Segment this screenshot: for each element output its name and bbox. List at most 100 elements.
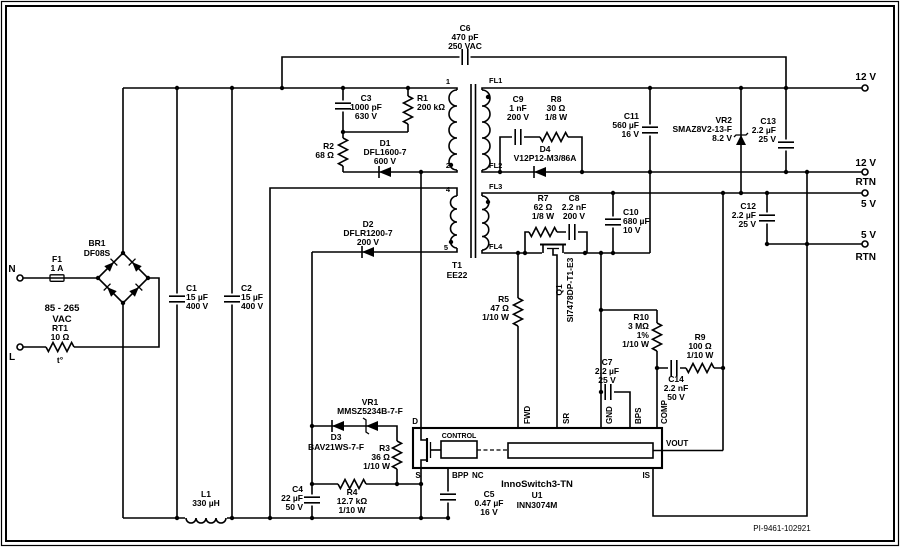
label-d1-v2: 600 V (374, 156, 397, 166)
symbols (45, 48, 795, 524)
label-c4-ref: C4 (292, 484, 303, 494)
ic-body (411, 426, 664, 470)
diode-d1-symbol (378, 165, 392, 179)
label-d1-ref: D1 (380, 138, 391, 148)
label-q1-part: SI7478DP-T1-E3 (565, 257, 575, 322)
label-c7-v2: 25 V (598, 375, 616, 385)
terminal-12v-circle (861, 84, 869, 92)
label-d4-v1: V12P12-M3/86A (514, 153, 577, 163)
label-q1-ref: Q1 (554, 284, 564, 296)
label-pin-sr: SR (562, 413, 571, 424)
label-t1-pin4: 4 (446, 185, 451, 194)
ic-internal-mosfet (420, 428, 441, 468)
label-r9-ref: R9 (695, 332, 706, 342)
label-vr2-v2: 8.2 V (712, 133, 732, 143)
label-c13-v2: 25 V (759, 134, 777, 144)
label-r4-ref: R4 (347, 487, 358, 497)
label-r1-v1: 200 kΩ (417, 102, 445, 112)
label-out-12v: 12 V (855, 72, 876, 83)
label-r10-ref: R10 (633, 312, 649, 322)
label-vr1-ref: VR1 (362, 397, 379, 407)
label-c12-ref: C12 (740, 201, 756, 211)
label-input-range-2: VAC (52, 314, 71, 325)
label-l1-v1: 330 µH (192, 498, 220, 508)
label-c2-v1: 15 µF (241, 292, 263, 302)
label-r3-ref: R3 (379, 443, 390, 453)
label-d2-v1: DFLR1200-7 (343, 228, 392, 238)
label-t1-fl1: FL1 (489, 76, 502, 85)
label-vr1-v1: MMSZ5234B-7-F (337, 406, 403, 416)
label-t1-pin1: 1 (446, 77, 450, 86)
label-pin-nc: NC (472, 471, 484, 480)
label-c13-v1: 2.2 µF (752, 125, 776, 135)
label-r3-v2: 1/10 W (363, 461, 391, 471)
label-out-5v-rtn-a: 5 V (861, 230, 876, 241)
label-r7-v1: 62 Ω (534, 202, 553, 212)
label-pin-s: S (415, 471, 421, 480)
label-c8-v1: 2.2 nF (562, 202, 587, 212)
label-d3-v1: BAV21WS-7-F (308, 442, 364, 452)
label-br1-ref: BR1 (88, 238, 105, 248)
wire-vout (653, 193, 724, 452)
label-c7-ref: C7 (602, 357, 613, 367)
label-r10-v1: 3 MΩ (628, 321, 649, 331)
label-r8-v2: 1/8 W (545, 112, 568, 122)
label-ic-name: InnoSwitch3-TN (501, 479, 573, 490)
label-r7-v2: 1/8 W (532, 211, 555, 221)
terminal-12v-rtn-circle (861, 168, 869, 176)
terminal-5v-circle (861, 189, 869, 197)
label-pin-bps: BPS (634, 407, 643, 424)
label-r8-v1: 30 Ω (547, 103, 566, 113)
wires (23, 56, 862, 519)
label-c6-v1: 470 pF (452, 32, 479, 42)
label-c4-v1: 22 µF (281, 493, 303, 503)
label-c1-ref: C1 (186, 283, 197, 293)
label-f1-value: 1 A (51, 263, 64, 273)
label-c3-ref: C3 (361, 93, 372, 103)
label-c5-ref: C5 (484, 489, 495, 499)
terminal-l-circle (16, 343, 24, 351)
label-c12-v2: 25 V (739, 219, 757, 229)
wire-bias-pin5 (311, 248, 458, 518)
label-pin-comp: COMP (660, 399, 669, 424)
label-out-12v-rtn-a: 12 V (855, 158, 876, 169)
label-pin-bpp: BPP (452, 471, 469, 480)
junction-dots (95, 85, 810, 521)
label-c4-v2: 50 V (286, 502, 304, 512)
label-c8-ref: C8 (569, 193, 580, 203)
label-t1-core: EE22 (447, 270, 468, 280)
label-c9-ref: C9 (513, 94, 524, 104)
diode-d4-symbol (533, 165, 547, 179)
label-ic-part: INN3074M (517, 500, 558, 510)
label-d2-ref: D2 (363, 219, 374, 229)
label-c11-v1: 560 µF (612, 120, 639, 130)
label-t1-fl4: FL4 (489, 242, 503, 251)
label-c2-ref: C2 (241, 283, 252, 293)
label-d2-v2: 200 V (357, 237, 380, 247)
label-r5-ref: R5 (498, 294, 509, 304)
label-br1-part: DF08S (84, 248, 111, 258)
bridge-rectifier-br1 (103, 258, 143, 298)
label-rt1-ref: RT1 (52, 323, 68, 333)
label-c3-v2: 630 V (355, 111, 378, 121)
label-vr2-ref: VR2 (715, 115, 732, 125)
label-t1-fl3: FL3 (489, 182, 502, 191)
labels: N L 85 - 265 VAC F1 1 A RT1 10 Ω t° BR1 … (8, 23, 876, 533)
label-r1-ref: R1 (417, 93, 428, 103)
label-out-5v: 5 V (861, 199, 876, 210)
ic-control-block (440, 440, 478, 459)
label-vr2-v1: SMAZ8V2-13-F (672, 124, 732, 134)
label-c14-v2: 50 V (667, 392, 685, 402)
wire-bias-pin4 (269, 187, 458, 518)
label-t1-fl2: FL2 (489, 161, 502, 170)
label-t1-ref: T1 (452, 260, 462, 270)
label-d1-v1: DFL1600-7 (364, 147, 407, 157)
wire-5v-rail (481, 192, 862, 196)
label-pin-vout: VOUT (666, 439, 688, 448)
label-r4-v2: 1/10 W (339, 505, 367, 515)
wire-ac-l (23, 277, 160, 348)
label-r5-v1: 47 Ω (490, 303, 509, 313)
label-r8-ref: R8 (551, 94, 562, 104)
